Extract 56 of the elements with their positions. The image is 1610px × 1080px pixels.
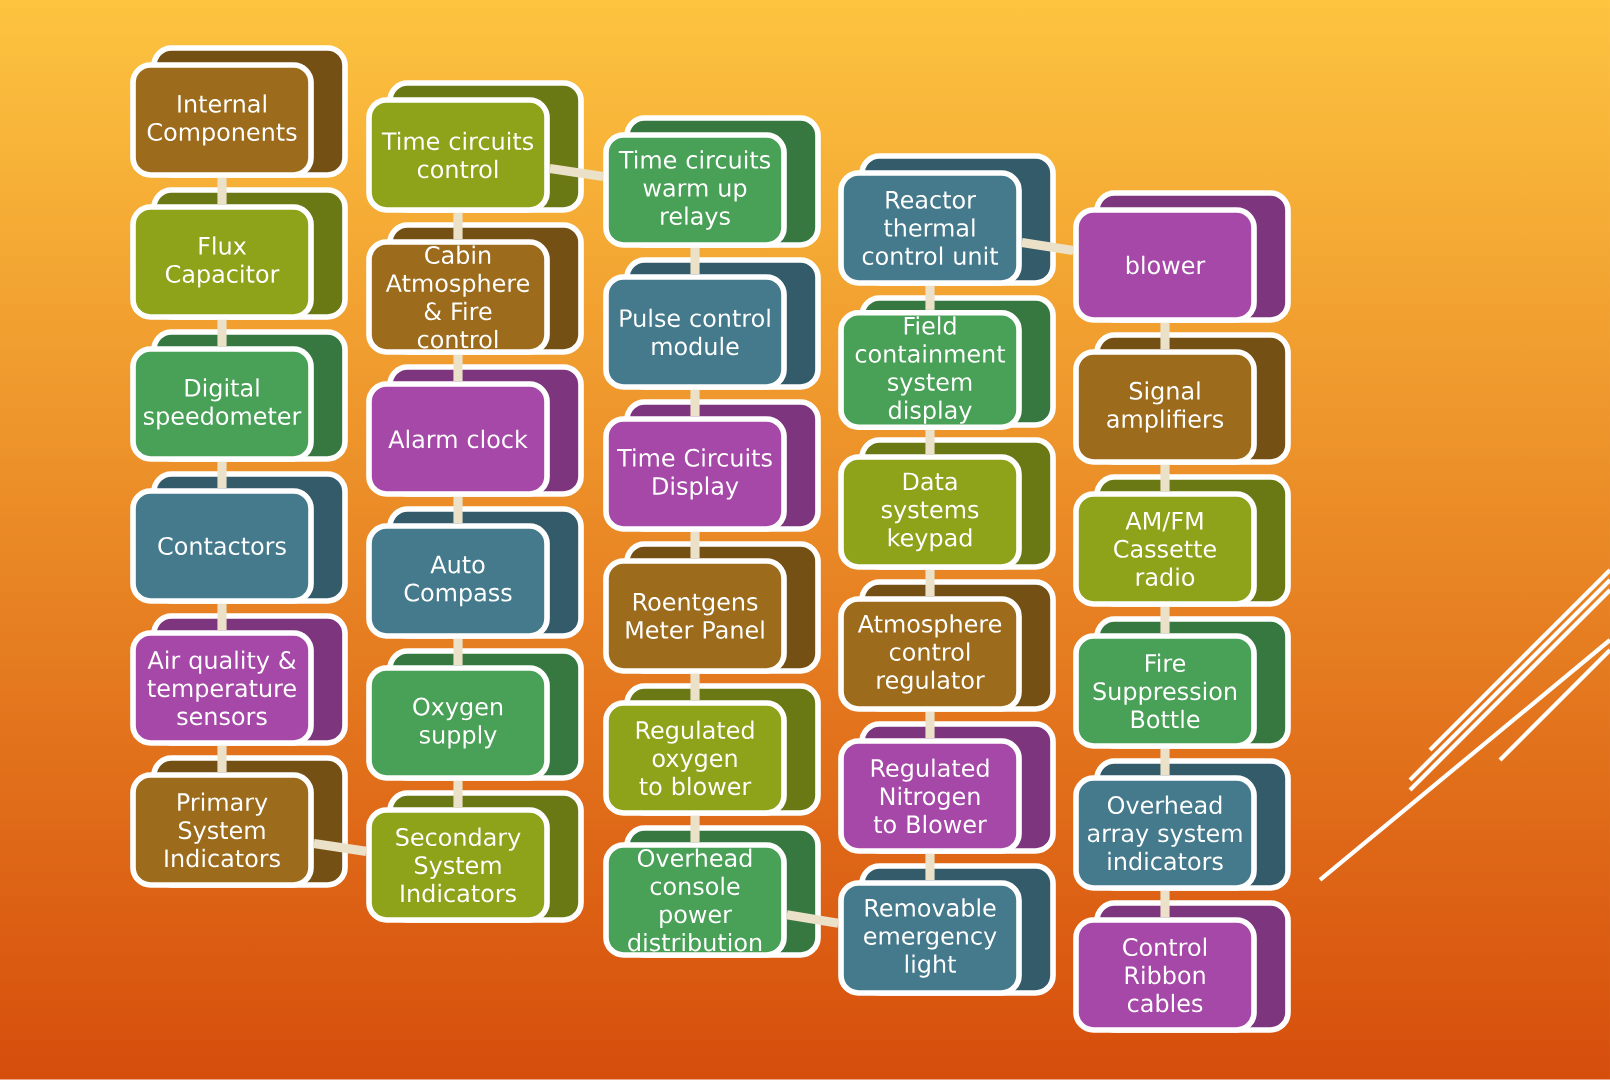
connector: [217, 319, 227, 347]
3d-box: Auto Compass: [366, 506, 584, 639]
connector: [690, 531, 700, 559]
connector: [1160, 606, 1170, 634]
connector: [690, 815, 700, 843]
connector: [1160, 748, 1170, 776]
3d-box: Cabin Atmosphere & Fire control: [366, 222, 584, 355]
connector: [217, 745, 227, 773]
3d-box: Flux Capacitor: [130, 187, 348, 320]
3d-box: Oxygen supply: [366, 648, 584, 781]
connector: [453, 212, 463, 240]
3d-box: Air quality & temperature sensors: [130, 613, 348, 746]
connector: [925, 853, 935, 881]
3d-box: Digital speedometer: [130, 329, 348, 462]
connector: [1160, 890, 1170, 918]
connector: [453, 638, 463, 666]
connector: [925, 285, 935, 310]
3d-box: Time Circuits Display: [603, 399, 821, 532]
3d-box: Removable emergency light: [838, 863, 1056, 996]
3d-box: Pulse control module: [603, 257, 821, 390]
3d-box: Atmosphere control regulator: [838, 579, 1056, 712]
3d-box: Control Ribbon cables: [1073, 900, 1291, 1033]
connector: [925, 430, 935, 455]
connector: [1021, 237, 1074, 256]
3d-box: Regulated oxygen to blower: [603, 683, 821, 816]
3d-box: Internal Components: [130, 45, 348, 178]
connector: [453, 496, 463, 524]
connector: [690, 389, 700, 417]
connector: [925, 711, 935, 739]
3d-box: Time circuits control: [366, 80, 584, 213]
connector: [453, 354, 463, 382]
3d-box: Contactors: [130, 471, 348, 604]
3d-box: Field containment system display: [838, 295, 1056, 431]
3d-box: blower: [1073, 190, 1291, 323]
3d-box: Signal amplifiers: [1073, 332, 1291, 465]
3d-box: Regulated Nitrogen to Blower: [838, 721, 1056, 854]
3d-box: Primary System Indicators: [130, 755, 348, 888]
3d-box: Alarm clock: [366, 364, 584, 497]
connector: [690, 247, 700, 275]
connector: [1160, 464, 1170, 492]
connector: [217, 461, 227, 489]
3d-box: Data systems keypad: [838, 437, 1056, 570]
3d-box: Overhead array system indicators: [1073, 758, 1291, 891]
connector: [217, 603, 227, 631]
3d-box: Roentgens Meter Panel: [603, 541, 821, 674]
3d-box: Time circuits warm up relays: [603, 115, 821, 248]
connector: [690, 673, 700, 701]
3d-box: Fire Suppression Bottle: [1073, 616, 1291, 749]
3d-box: Reactor thermal control unit: [838, 153, 1056, 286]
connector: [1160, 322, 1170, 350]
connector: [217, 177, 227, 205]
connector: [925, 569, 935, 597]
3d-box: AM/FM Cassette radio: [1073, 474, 1291, 607]
connector: [453, 780, 463, 808]
3d-box: Secondary System Indicators: [366, 790, 584, 923]
3d-box: Overhead console power distribution: [603, 825, 821, 958]
